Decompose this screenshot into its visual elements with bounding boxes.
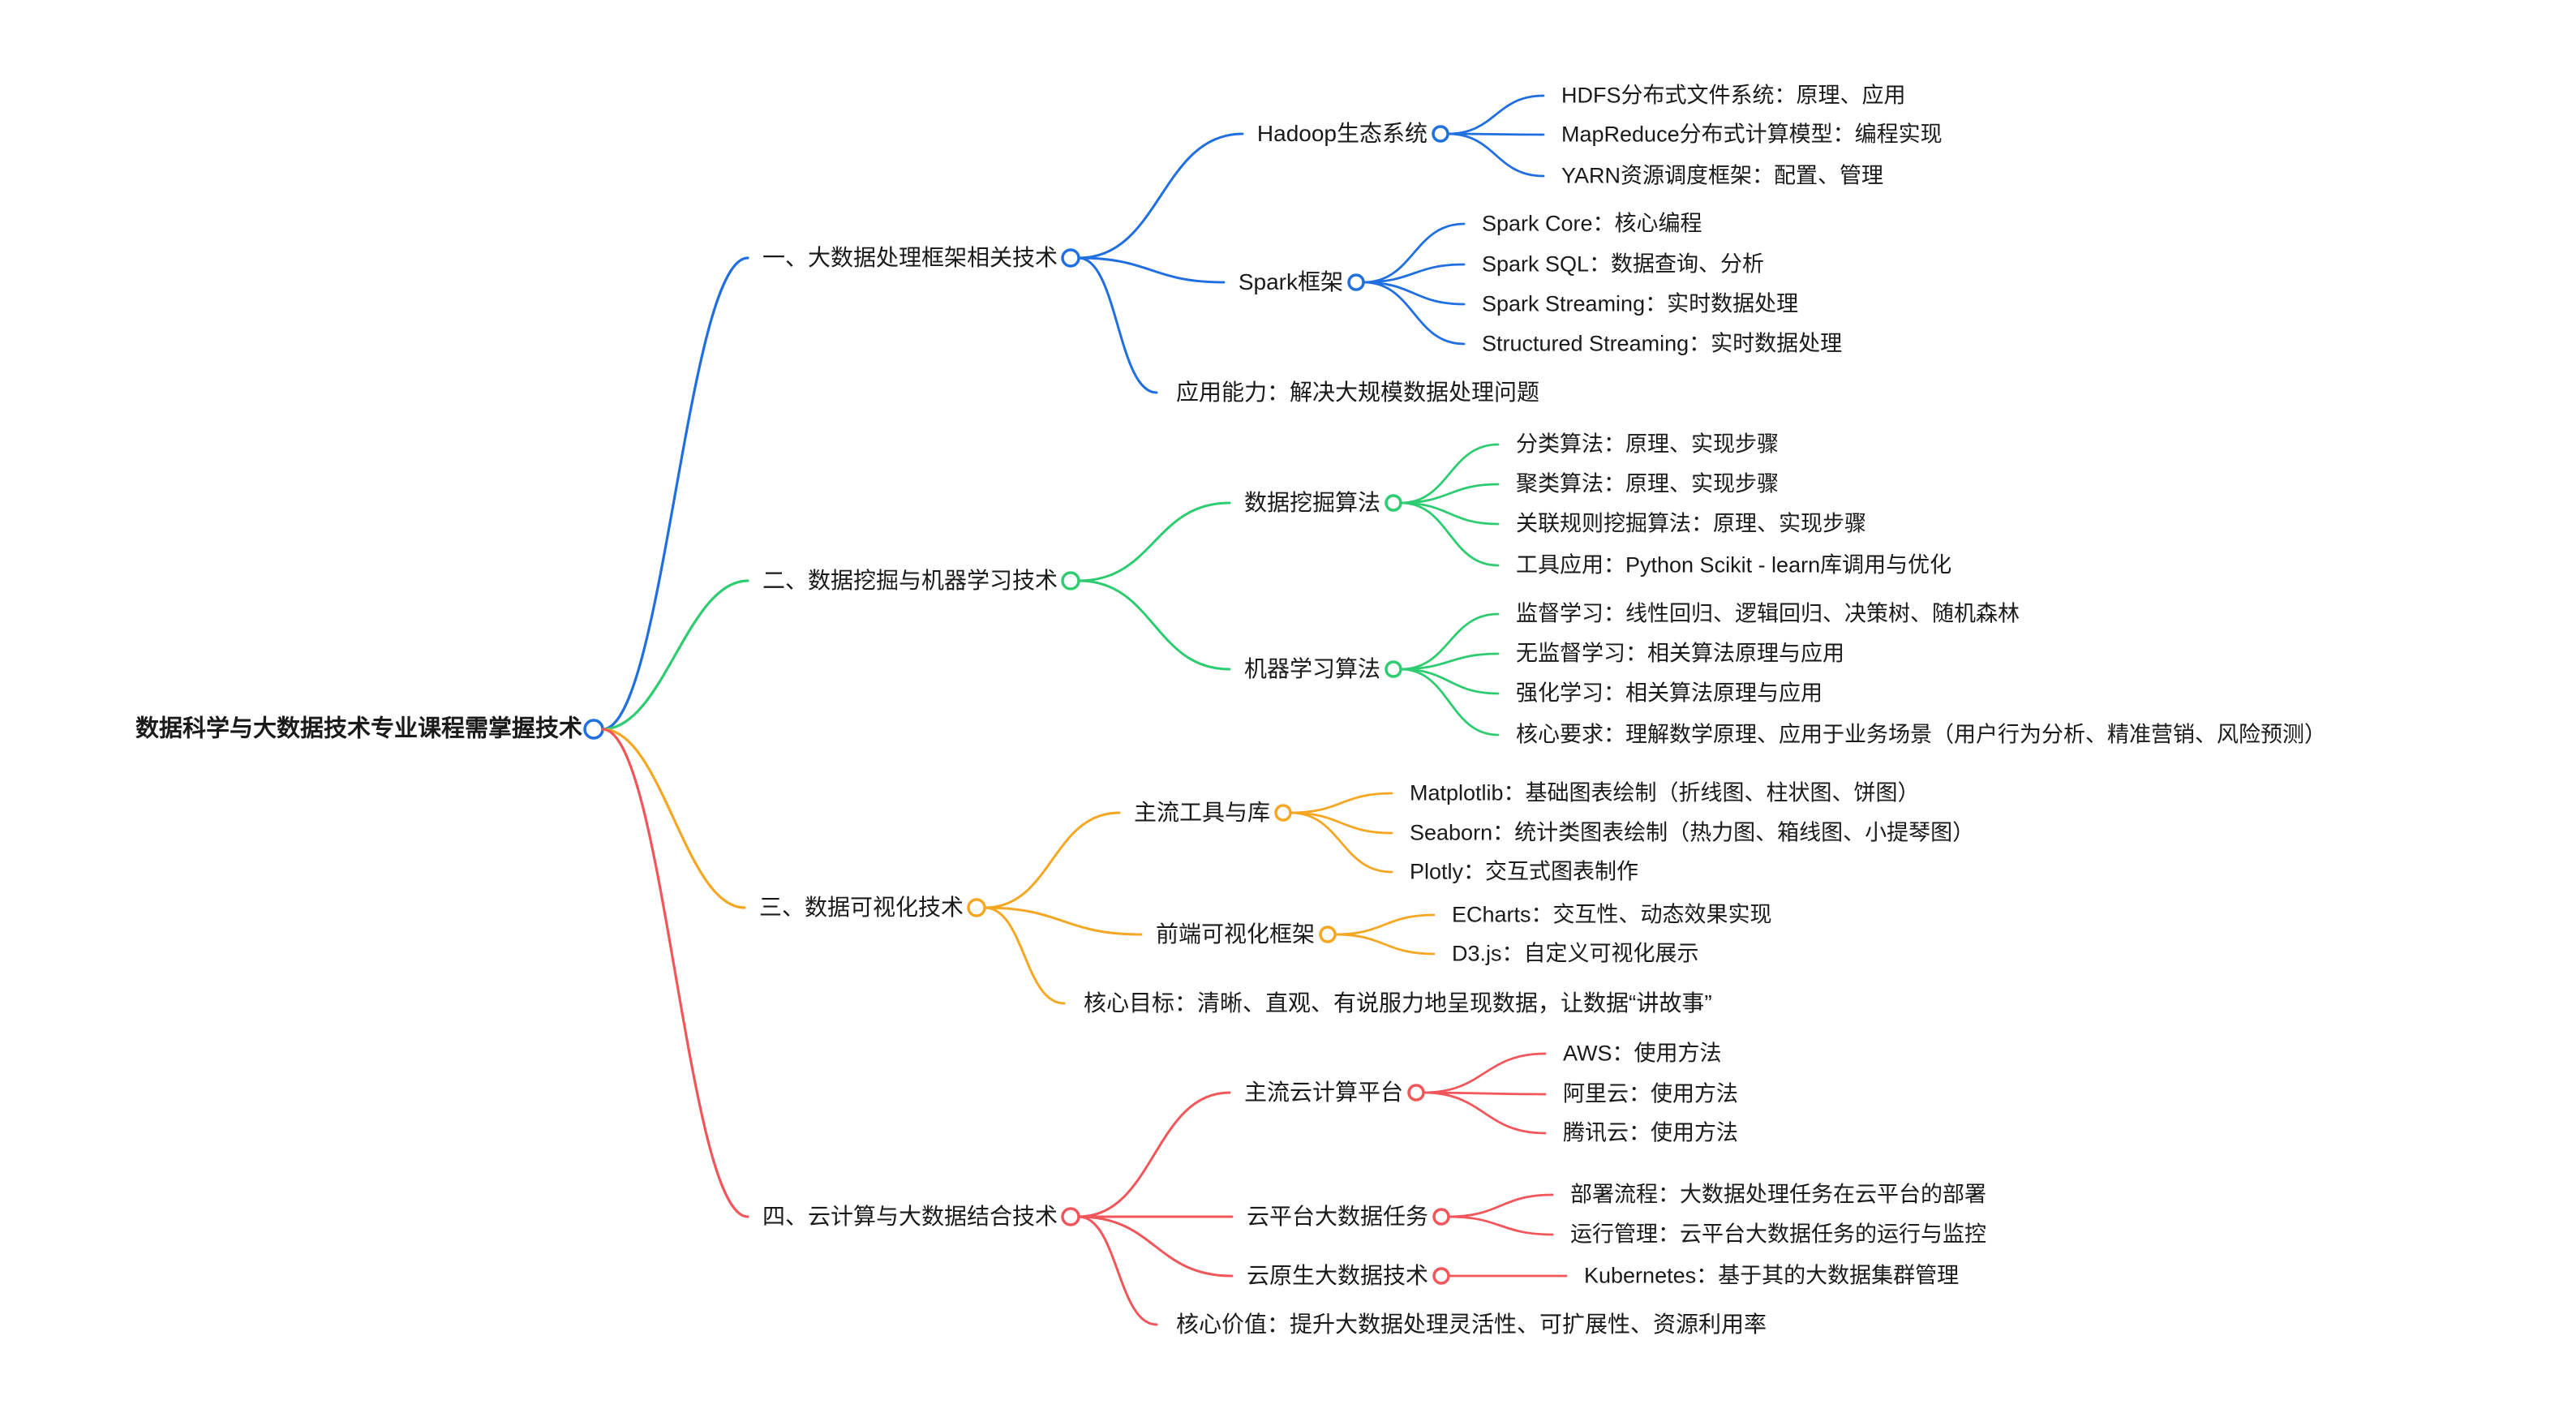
leaf-label-4-3-1: Kubernetes：基于其的大数据集群管理 [1584, 1263, 1960, 1288]
subbranch-node-4-2[interactable] [1432, 1208, 1450, 1226]
connector-line [1399, 652, 1500, 671]
root-node-handle[interactable] [583, 719, 604, 740]
leaf-label-2-1-1: 分类算法：原理、实现步骤 [1516, 432, 1779, 457]
subbranch-label-4-2: 云平台大数据任务 [1246, 1204, 1428, 1229]
connector-line [1362, 263, 1466, 284]
leaf-label-2-2-1: 监督学习：线性回归、逻辑回归、决策树、随机森林 [1516, 601, 2020, 626]
connector-line [1362, 281, 1466, 346]
subbranch-node-3-2[interactable] [1319, 926, 1337, 943]
subbranch-label-1-1: Hadoop生态系统 [1256, 121, 1428, 146]
leaf-label-1-2-4: Structured Streaming：实时数据处理 [1482, 331, 1843, 356]
connector-line [1446, 132, 1545, 136]
leaf-label-4-2-2: 运行管理：云平台大数据任务的运行与监控 [1570, 1222, 1986, 1247]
connector-line [1077, 132, 1244, 260]
root-node-label: 数据科学与大数据技术专业课程需掌握技术 [135, 715, 582, 742]
branch-node-3[interactable] [967, 898, 986, 917]
leaf-label-2-2-2: 无监督学习：相关算法原理与应用 [1516, 641, 1844, 666]
branch-label-4: 四、云计算与大数据结合技术 [762, 1204, 1058, 1229]
connector-line [1077, 1091, 1231, 1218]
branch-node-2[interactable] [1061, 571, 1080, 591]
leaf-label-2-1-2: 聚类算法：原理、实现步骤 [1516, 471, 1779, 496]
branch-leaf-1-3: 应用能力：解决大规模数据处理问题 [1176, 380, 1540, 405]
branch-label-3: 三、数据可视化技术 [758, 895, 964, 920]
subbranch-label-4-3: 云原生大数据技术 [1246, 1263, 1428, 1288]
leaf-label-1-2-3: Spark Streaming：实时数据处理 [1482, 291, 1799, 316]
leaf-label-3-1-1: Matplotlib：基础图表绘制（折线图、柱状图、饼图） [1410, 780, 1920, 805]
connector-line [1399, 483, 1500, 505]
branch-label-2: 二、数据挖掘与机器学习技术 [762, 568, 1058, 593]
branch-node-4[interactable] [1061, 1207, 1080, 1226]
connector-line [983, 906, 1143, 936]
subbranch-label-3-2: 前端可视化框架 [1155, 921, 1315, 947]
subbranch-node-4-3[interactable] [1432, 1267, 1450, 1285]
leaf-label-1-1-1: HDFS分布式文件系统：原理、应用 [1561, 83, 1906, 108]
connector-line [1399, 668, 1500, 695]
leaf-label-2-1-4: 工具应用：Python Scikit - learn库调用与优化 [1516, 552, 1952, 578]
connector-line [1289, 811, 1393, 874]
leaf-label-3-1-2: Seaborn：统计类图表绘制（热力图、箱线图、小提琴图） [1410, 820, 1975, 845]
leaf-label-4-1-2: 阿里云：使用方法 [1563, 1081, 1738, 1106]
subbranch-label-4-1: 主流云计算平台 [1243, 1080, 1403, 1105]
connector-line [601, 256, 749, 731]
subbranch-label-1-2: Spark框架 [1238, 269, 1343, 294]
leaf-label-2-2-3: 强化学习：相关算法原理与应用 [1516, 681, 1823, 706]
connector-line [1399, 501, 1500, 567]
branch-label-1: 一、大数据处理框架相关技术 [762, 245, 1058, 270]
connector-line [983, 811, 1121, 909]
branch-leaf-3-3: 核心目标：清晰、直观、有说服力地呈现数据，让数据“讲故事” [1084, 990, 1712, 1016]
leaf-label-1-2-1: Spark Core：核心编程 [1482, 211, 1702, 236]
connector-line [1333, 913, 1436, 936]
subbranch-label-2-2: 机器学习算法 [1243, 656, 1380, 681]
connector-line [1362, 222, 1466, 284]
connector-line [1077, 1215, 1234, 1278]
connector-line [1289, 811, 1393, 835]
connector-line [1422, 1091, 1547, 1096]
connector-line [1077, 256, 1158, 394]
connector-line [1422, 1052, 1547, 1094]
connector-line [983, 906, 1066, 1005]
subbranch-node-3-1[interactable] [1274, 804, 1292, 822]
leaf-label-3-1-3: Plotly：交互式图表制作 [1410, 859, 1639, 884]
leaf-label-4-1-1: AWS：使用方法 [1563, 1041, 1722, 1066]
connector-line [1077, 501, 1231, 582]
leaf-label-3-2-1: ECharts：交互性、动态效果实现 [1452, 902, 1772, 927]
leaf-label-3-2-2: D3.js：自定义可视化展示 [1452, 941, 1699, 966]
connector-line [1399, 612, 1500, 671]
leaf-label-1-1-3: YARN资源调度框架：配置、管理 [1561, 163, 1884, 188]
connector-line [601, 728, 746, 909]
leaf-label-2-2-4: 核心要求：理解数学原理、应用于业务场景（用户行为分析、精准营销、风险预测） [1516, 722, 2326, 747]
connector-line [1446, 132, 1545, 178]
branch-node-1[interactable] [1061, 248, 1080, 268]
connector-line [1422, 1091, 1547, 1135]
leaf-label-1-1-2: MapReduce分布式计算模型：编程实现 [1561, 122, 1943, 147]
connector-line [1399, 668, 1500, 737]
leaf-label-4-1-3: 腾讯云：使用方法 [1563, 1120, 1738, 1145]
connector-line [601, 728, 749, 1218]
connector-line [1447, 1193, 1554, 1218]
connector-line [1362, 281, 1466, 306]
connector-line [1399, 443, 1500, 505]
connector-line [1077, 256, 1226, 284]
subbranch-label-2-1: 数据挖掘算法 [1243, 490, 1380, 515]
leaf-label-2-1-3: 关联规则挖掘算法：原理、实现步骤 [1516, 511, 1866, 536]
subbranch-node-1-2[interactable] [1347, 273, 1365, 291]
subbranch-label-3-1: 主流工具与库 [1133, 800, 1270, 825]
connector-line [1399, 501, 1500, 526]
subbranch-node-2-2[interactable] [1385, 660, 1402, 678]
connector-line [1077, 1215, 1158, 1326]
subbranch-node-4-1[interactable] [1407, 1084, 1425, 1102]
connector-line [1289, 792, 1393, 814]
connector-line [1447, 1215, 1554, 1236]
subbranch-node-2-1[interactable] [1385, 494, 1402, 512]
connector-line [601, 579, 749, 731]
connector-line [1077, 579, 1231, 671]
branch-leaf-4-4: 核心价值：提升大数据处理灵活性、可扩展性、资源利用率 [1176, 1312, 1767, 1337]
subbranch-node-1-1[interactable] [1432, 125, 1449, 143]
connector-line [1333, 933, 1436, 956]
connector-line [1446, 94, 1545, 135]
leaf-label-4-2-1: 部署流程：大数据处理任务在云平台的部署 [1570, 1182, 1986, 1207]
leaf-label-1-2-2: Spark SQL：数据查询、分析 [1482, 251, 1765, 277]
